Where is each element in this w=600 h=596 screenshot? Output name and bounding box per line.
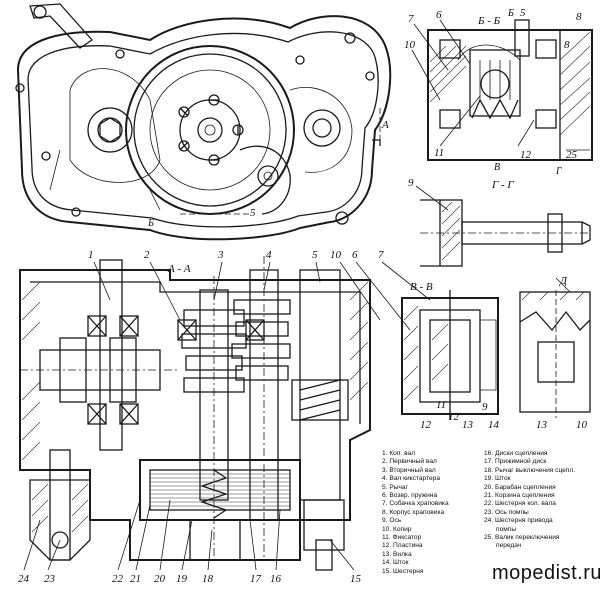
section-title-vv: В - В xyxy=(410,281,433,293)
legend-item: 21. Корзина сцепления xyxy=(484,492,555,500)
section-gg-view xyxy=(415,185,591,267)
callout-18: 18 xyxy=(202,573,214,585)
legend-item: 1. Коп. вал xyxy=(382,450,416,457)
callout-21: 21 xyxy=(130,573,141,585)
watermark: mopedist.ru xyxy=(492,562,600,584)
callout-23: 23 xyxy=(44,573,56,585)
legend-item: 22. Шестерня кол. вала xyxy=(484,500,556,508)
legend-item: передач xyxy=(496,542,522,550)
legend-item: 15. Шестерня xyxy=(382,567,424,575)
section-aa-view xyxy=(19,256,431,571)
section-title-bb: Б - Б xyxy=(477,15,501,27)
callout-2: 2 xyxy=(144,249,150,261)
view-mark-g: Г xyxy=(555,166,562,177)
callout-4: 4 xyxy=(266,249,272,261)
legend-item: 25. Валик переключения xyxy=(484,534,560,542)
callout-11-bb: 11 xyxy=(434,147,444,159)
callout-3: 3 xyxy=(217,249,224,261)
legend-item: 7. Собачка храповика xyxy=(382,500,449,508)
callout-12-bb: 12 xyxy=(520,149,532,161)
legend-item: помпы xyxy=(496,525,517,533)
legend-item: 16. Диски сцепления xyxy=(484,450,548,457)
view-mark-5: 5 xyxy=(520,7,526,19)
callout-25-bb: 25 xyxy=(566,149,578,161)
legend-item: 10. Копир xyxy=(382,525,412,533)
callout-15: 15 xyxy=(350,573,362,585)
legend-item: 24. Шестерня привода xyxy=(484,517,553,525)
callout-1: 1 xyxy=(88,249,94,261)
callout-10-bb: 10 xyxy=(404,39,416,51)
section-title-d: Д xyxy=(559,275,568,287)
section-vv-view xyxy=(401,290,499,420)
legend-item: 17. Прижимной диск xyxy=(484,458,547,466)
callout-11-vv: 11 xyxy=(436,399,446,411)
legend-item: 13. Вилка xyxy=(382,550,412,558)
callout-12-vv: 12 xyxy=(420,419,432,431)
view-mark-8: 8 xyxy=(576,11,582,23)
callout-10: 10 xyxy=(330,249,342,261)
callout-16: 16 xyxy=(270,573,282,585)
callout-24: 24 xyxy=(18,573,30,585)
callout-5-bb: 5 xyxy=(250,207,256,219)
callout-17: 17 xyxy=(250,573,262,585)
legend-item: 11. Фиксатор xyxy=(382,534,422,542)
legend-item: 3. Вторичный вал xyxy=(382,466,436,474)
legend-item: 20. Барабан сцепления xyxy=(484,483,556,491)
legend-item: 12. Пластина xyxy=(382,542,423,550)
legend-item: 19. Шток xyxy=(484,475,511,483)
callout-7: 7 xyxy=(378,249,384,261)
callout-7-bb: 7 xyxy=(408,13,414,25)
legend-item: 6. Возвр. пружина xyxy=(382,492,438,500)
legend-item: 5. Рычаг xyxy=(382,483,408,491)
view-mark-a: А xyxy=(381,119,389,131)
callout-13-vv: 13 xyxy=(462,419,474,431)
legend-item: 4. Вал кикстартера xyxy=(382,475,440,483)
legend-item: 9. Ось xyxy=(382,517,402,525)
callout-9-vv: 9 xyxy=(482,401,488,413)
legend-item: 8. Корпус храповика xyxy=(382,508,445,516)
callout-8-bb: 8 xyxy=(564,39,570,51)
legend-item: 18. Рычаг выключения сцепл. xyxy=(484,466,576,474)
view-mark-b-top: Б xyxy=(147,218,154,229)
section-title-aa: А - А xyxy=(167,263,191,275)
callout-9-gg: 9 xyxy=(408,177,414,189)
callout-10-d: 10 xyxy=(576,419,588,431)
callout-6-bb: 6 xyxy=(436,9,442,21)
view-mark-v: В xyxy=(494,162,500,173)
callout-12-vv-b: 12 xyxy=(448,411,460,423)
legend-item: 23. Ось помпы xyxy=(484,508,529,516)
callout-19: 19 xyxy=(176,573,188,585)
section-bb-view xyxy=(411,19,593,161)
section-d-view xyxy=(519,277,591,418)
legend-column-right: 16. Диски сцепления 17. Прижимной диск 1… xyxy=(484,450,600,551)
callout-22: 22 xyxy=(112,573,124,585)
crankcase-side-view xyxy=(15,3,392,241)
legend-column-left: 1. Коп. вал 2. Первичный вал 3. Вторичны… xyxy=(382,450,487,576)
callout-5: 5 xyxy=(312,249,318,261)
callout-13-d: 13 xyxy=(536,419,548,431)
view-mark-b-small: Б xyxy=(507,8,514,19)
callout-20: 20 xyxy=(154,573,166,585)
callout-6: 6 xyxy=(352,249,358,261)
callout-14-vv: 14 xyxy=(488,419,500,431)
section-title-gg: Г - Г xyxy=(491,179,514,191)
legend-item: 2. Первичный вал xyxy=(382,458,437,466)
legend-item: 14. Шток xyxy=(382,559,409,567)
